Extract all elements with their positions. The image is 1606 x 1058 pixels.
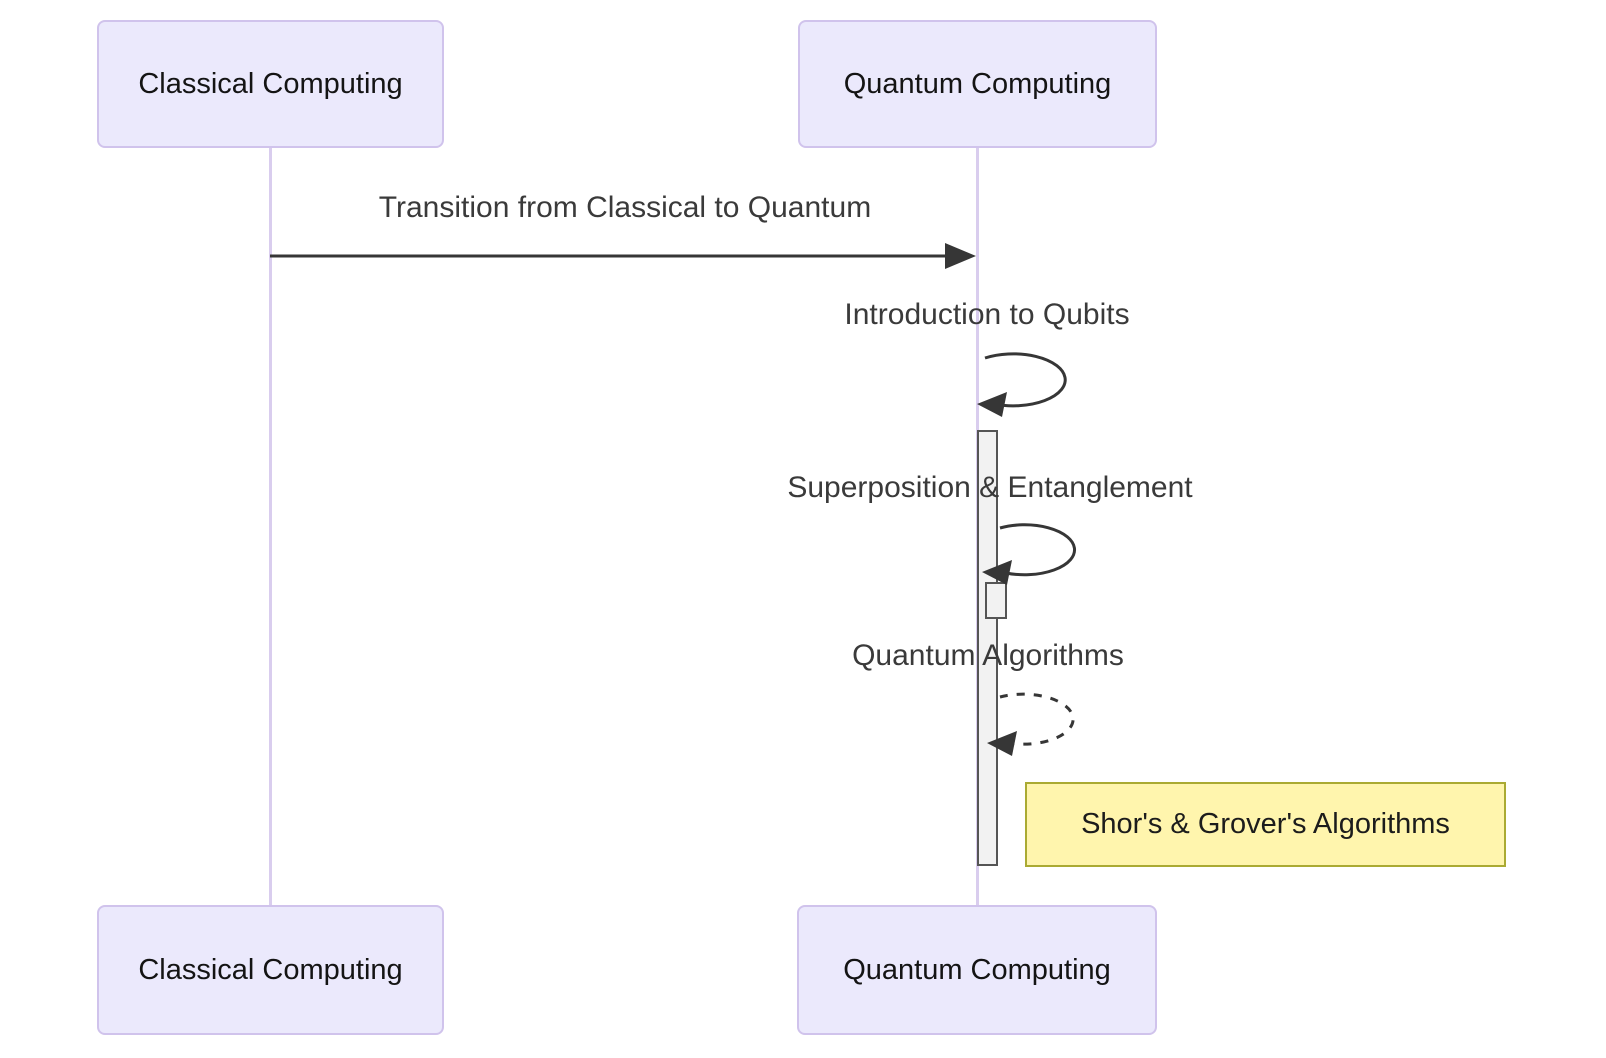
self-loop-superposition-label: Superposition & Entanglement xyxy=(787,471,1193,504)
self-loop-qubits-arrow xyxy=(977,352,1067,417)
self-loop-algorithms-arrow xyxy=(987,692,1075,756)
arrow-head-icon xyxy=(945,243,976,269)
activation-bar-main xyxy=(977,430,998,866)
self-loop-qubits-label: Introduction to Qubits xyxy=(844,298,1130,331)
note-box: Shor's & Grover's Algorithms xyxy=(1025,782,1506,867)
actor-classical-bottom: Classical Computing xyxy=(97,905,444,1035)
arrow-head-icon xyxy=(977,392,1007,417)
actor-quantum-bottom-label: Quantum Computing xyxy=(843,953,1111,986)
actor-quantum-bottom: Quantum Computing xyxy=(797,905,1157,1035)
actor-classical-bottom-label: Classical Computing xyxy=(138,953,403,986)
lifeline-classical xyxy=(269,148,272,905)
note-label: Shor's & Grover's Algorithms xyxy=(1081,808,1450,840)
actor-classical-top-label: Classical Computing xyxy=(138,67,403,100)
activation-bar-nested xyxy=(985,582,1007,619)
actor-quantum-top: Quantum Computing xyxy=(798,20,1157,148)
actor-classical-top: Classical Computing xyxy=(97,20,444,148)
message-transition-label: Transition from Classical to Quantum xyxy=(378,191,872,224)
self-loop-algorithms-label: Quantum Algorithms xyxy=(852,639,1124,672)
actor-quantum-top-label: Quantum Computing xyxy=(843,67,1112,100)
transition-arrow xyxy=(270,243,976,269)
